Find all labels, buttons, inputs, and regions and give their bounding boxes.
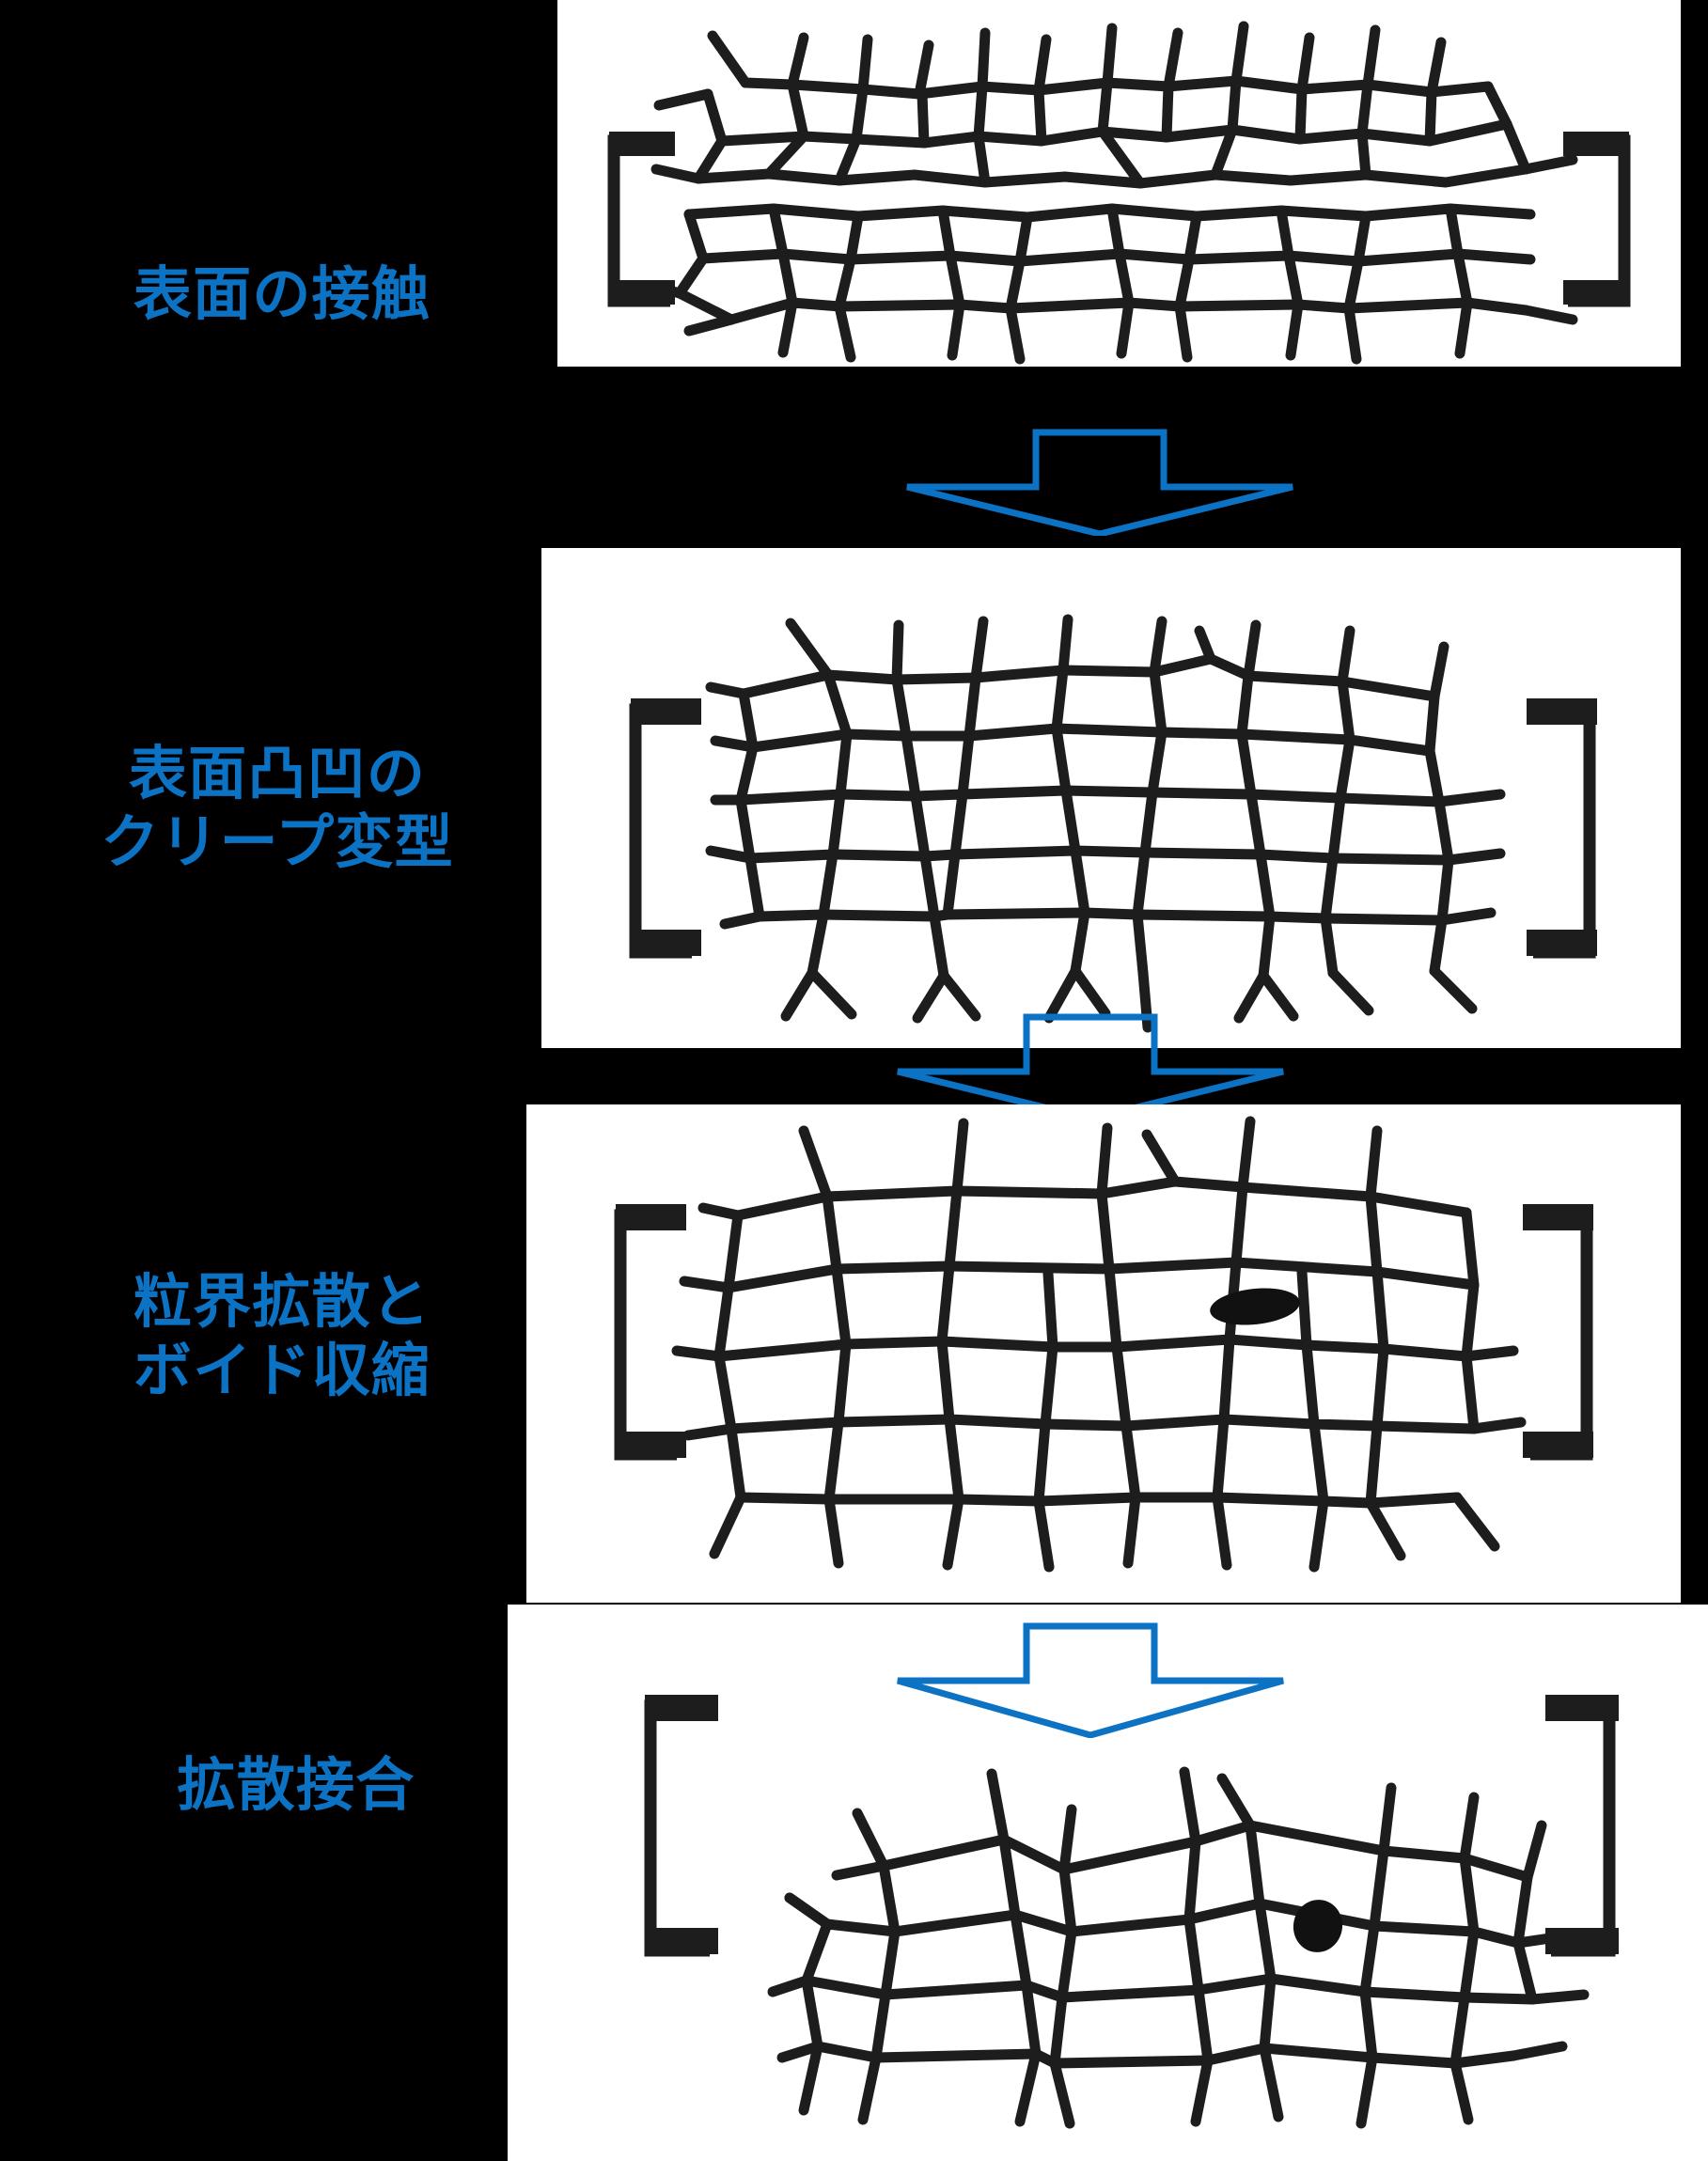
arrow-stage-2-to-3 bbox=[893, 998, 1288, 1120]
interface-line bbox=[710, 785, 1506, 807]
stage-1-illustration bbox=[607, 21, 1631, 365]
lower-grain-network bbox=[650, 203, 1578, 365]
stage-4-illustration bbox=[644, 1695, 1619, 2129]
stage-2-panel bbox=[541, 548, 1681, 1048]
stage-3-label: 粒界拡散と ボイド収縮 bbox=[133, 1267, 431, 1405]
stage-2-illustration bbox=[629, 614, 1597, 1033]
stage-2-label: 表面凸凹の クリープ変型 bbox=[101, 739, 454, 877]
left-bracket-icon bbox=[614, 1204, 686, 1461]
grain-network-upper bbox=[705, 614, 1449, 807]
down-arrow-icon bbox=[897, 1622, 1284, 1738]
void-marker bbox=[1293, 1900, 1343, 1952]
stage-1-label: 表面の接触 bbox=[133, 259, 431, 328]
stage-4-label: 拡散接合 bbox=[177, 1750, 415, 1819]
right-bracket-icon bbox=[1523, 1204, 1593, 1461]
grain-network bbox=[671, 1116, 1527, 1573]
grain-network-lower bbox=[705, 785, 1506, 1033]
stage-1-panel bbox=[557, 0, 1681, 367]
stage-3-panel bbox=[526, 1104, 1681, 1603]
down-arrow-icon bbox=[897, 1013, 1284, 1120]
right-bracket-icon bbox=[1563, 132, 1631, 307]
upper-grain-network bbox=[650, 21, 1578, 189]
right-bracket-icon bbox=[1545, 1695, 1619, 1957]
left-bracket-icon bbox=[629, 698, 701, 959]
left-bracket-icon bbox=[644, 1695, 718, 1957]
right-bracket-icon bbox=[1527, 698, 1597, 959]
grain-network bbox=[767, 1766, 1590, 2129]
stage-4-panel bbox=[508, 1605, 1708, 2161]
down-arrow-icon bbox=[906, 429, 1293, 536]
arrow-stage-1-to-2 bbox=[902, 414, 1297, 536]
stage-3-illustration bbox=[614, 1116, 1593, 1573]
arrow-stage-3-to-4 bbox=[893, 1611, 1288, 1738]
left-bracket-icon bbox=[607, 132, 675, 307]
void-marker bbox=[1210, 1288, 1300, 1325]
